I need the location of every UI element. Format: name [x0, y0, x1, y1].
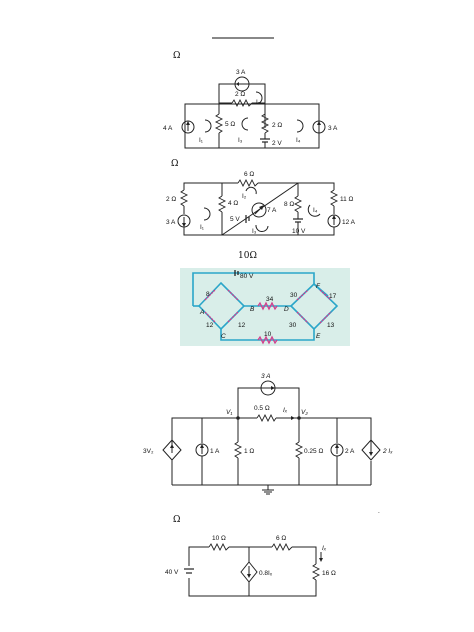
- svg-text:10 Ω: 10 Ω: [212, 535, 226, 542]
- svg-text:1 Ω: 1 Ω: [244, 448, 254, 455]
- svg-text:10: 10: [264, 331, 272, 338]
- svg-text:80 V: 80 V: [240, 273, 254, 280]
- svg-text:5 Ω: 5 Ω: [225, 121, 235, 128]
- resistor-2ohm-mid: [260, 113, 270, 134]
- svg-text:3 A: 3 A: [328, 125, 338, 132]
- svg-text:I₄: I₄: [313, 207, 318, 214]
- problem-2-marker: Ω: [171, 159, 178, 169]
- svg-text:0.5 Ω: 0.5 Ω: [254, 405, 270, 412]
- svg-text:Iₓ: Iₓ: [322, 545, 327, 552]
- svg-text:V₁: V₁: [226, 409, 232, 416]
- svg-text:V₂: V₂: [301, 409, 308, 416]
- label-3a-top: 3 A: [236, 69, 246, 76]
- svg-text:2 V: 2 V: [272, 140, 282, 147]
- svg-text:I₂: I₂: [242, 193, 247, 200]
- resistor-0-5ohm: [256, 413, 277, 423]
- problem-4-circuit: 3 A 0.5 Ω Iₓ V₁ V₂ 3V₂ 1 A 1 Ω: [143, 373, 393, 495]
- svg-text:F: F: [316, 283, 321, 290]
- resistor-6ohm-p5: [271, 542, 293, 552]
- svg-text:2 Ω: 2 Ω: [272, 122, 282, 129]
- svg-text:0.25 Ω: 0.25 Ω: [304, 448, 323, 455]
- svg-text:4 A: 4 A: [163, 125, 173, 132]
- svg-text:B: B: [250, 306, 255, 313]
- svg-text:6 Ω: 6 Ω: [244, 171, 254, 178]
- problem-5-circuit: Ω 10 Ω 6 Ω 40 V 0.8Iₓ 16 Ω Iₓ: [165, 515, 336, 597]
- svg-text:12 A: 12 A: [342, 219, 356, 226]
- resistor-2ohm-left: [179, 189, 189, 207]
- svg-text:11 Ω: 11 Ω: [340, 196, 354, 203]
- svg-text:D: D: [284, 306, 289, 313]
- dependent-current-source: [361, 439, 381, 461]
- svg-text:30: 30: [289, 322, 297, 329]
- problem-3-marker: 10Ω: [238, 251, 257, 261]
- resistor-0-25ohm: [294, 441, 304, 459]
- svg-text:13: 13: [327, 322, 335, 329]
- svg-text:0.8Iₓ: 0.8Iₓ: [259, 570, 273, 577]
- svg-text:3 A: 3 A: [261, 373, 271, 380]
- svg-text:34: 34: [266, 296, 274, 303]
- svg-text:4 Ω: 4 Ω: [228, 200, 238, 207]
- current-source-3a-top: [234, 76, 250, 92]
- svg-text:A: A: [199, 309, 204, 316]
- svg-text:30: 30: [290, 292, 298, 299]
- resistor-8ohm: [293, 195, 303, 213]
- resistor-10ohm: [208, 542, 230, 552]
- svg-text:I₃: I₃: [252, 228, 257, 235]
- svg-text:7 A: 7 A: [267, 207, 277, 214]
- resistor-16ohm: [311, 563, 321, 581]
- resistor-6ohm: [237, 178, 259, 188]
- resistor-4ohm: [217, 195, 227, 213]
- svg-text:I₃: I₃: [238, 137, 243, 144]
- svg-text:40 V: 40 V: [165, 569, 179, 576]
- stray-dot: .: [378, 508, 380, 515]
- outer-loop-5: [188, 546, 317, 597]
- resistor-10: [257, 335, 278, 345]
- svg-text:1 A: 1 A: [210, 448, 220, 455]
- svg-text:5 V: 5 V: [230, 216, 240, 223]
- problem-3-circuit: 10Ω 80 V 34 10 8 30 17 12 12 30: [180, 251, 350, 346]
- current-source-7a: [251, 202, 267, 218]
- svg-text:3V₂: 3V₂: [143, 448, 154, 455]
- svg-text:Iₓ: Iₓ: [283, 407, 288, 414]
- svg-text:C: C: [221, 333, 226, 340]
- problem-1-circuit: Ω 3 A 2 Ω I₂ 4 A I₁ 5 Ω I₃: [163, 51, 338, 149]
- svg-text:8 Ω: 8 Ω: [284, 201, 294, 208]
- svg-text:I₁: I₁: [200, 224, 205, 231]
- resistor-11ohm: [329, 189, 339, 207]
- resistor-34: [257, 301, 278, 311]
- svg-text:2 Ω: 2 Ω: [166, 196, 176, 203]
- problem-3-panel: [180, 268, 350, 346]
- svg-text:I₂: I₂: [256, 99, 261, 106]
- problem-1-marker: Ω: [173, 51, 180, 61]
- resistor-2ohm-top: [231, 98, 253, 108]
- resistor-5ohm: [214, 113, 224, 134]
- svg-text:I₁: I₁: [199, 137, 204, 144]
- problem-2-circuit: Ω 6 Ω I₂ 2 Ω 3 A I₁ 4 Ω 7 A 5 V: [166, 159, 356, 236]
- svg-text:16 Ω: 16 Ω: [322, 570, 336, 577]
- svg-text:3 A: 3 A: [166, 219, 176, 226]
- problem-5-marker: Ω: [173, 515, 180, 525]
- svg-text:2 A: 2 A: [345, 448, 355, 455]
- svg-text:10 V: 10 V: [292, 228, 306, 235]
- svg-text:17: 17: [329, 293, 337, 300]
- resistor-1ohm: [233, 441, 243, 459]
- svg-text:12: 12: [206, 322, 214, 329]
- svg-text:6 Ω: 6 Ω: [276, 535, 286, 542]
- svg-text:2 Ω: 2 Ω: [235, 91, 245, 98]
- svg-text:8: 8: [206, 291, 210, 298]
- svg-text:2 Iₓ: 2 Iₓ: [382, 448, 393, 455]
- svg-text:12: 12: [238, 322, 246, 329]
- svg-text:I₄: I₄: [296, 137, 301, 144]
- svg-text:E: E: [316, 333, 321, 340]
